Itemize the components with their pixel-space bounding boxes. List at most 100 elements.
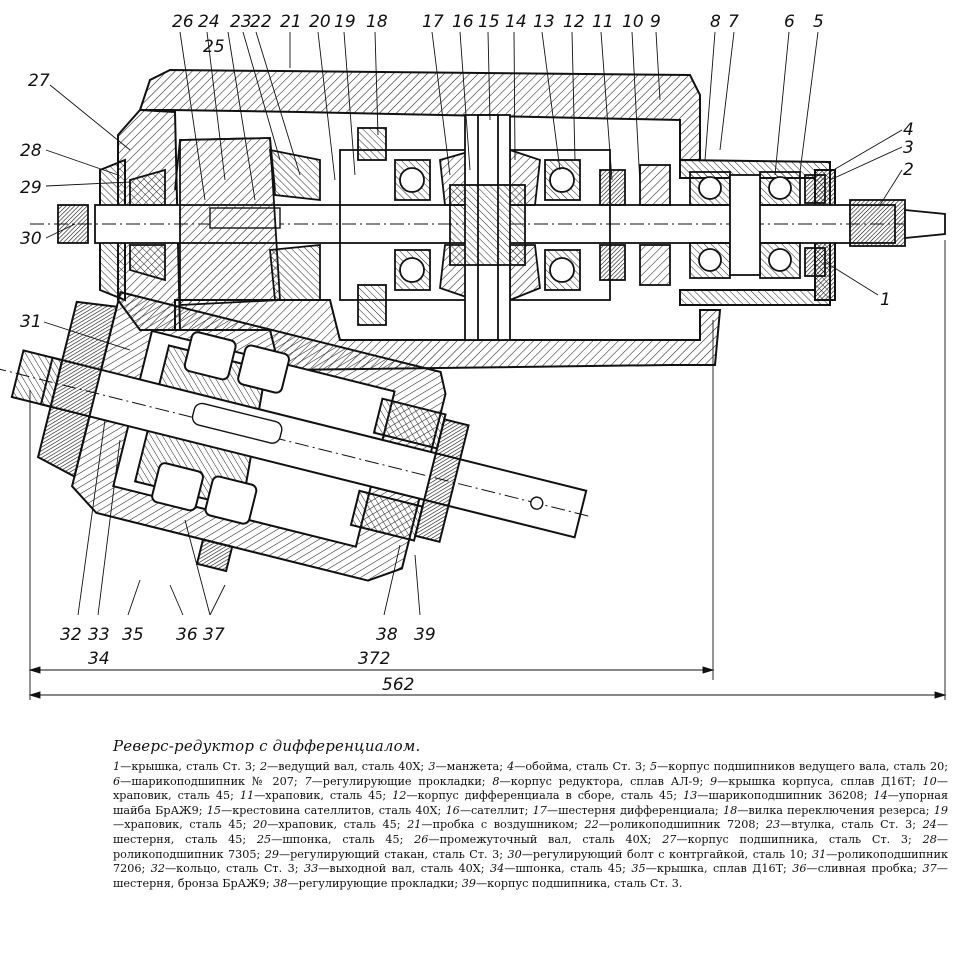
legend-item-text: сателлит; bbox=[471, 803, 529, 817]
callout-31: 31 bbox=[20, 312, 42, 332]
legend-item: 13—шарикоподшипник 36208; bbox=[683, 789, 868, 803]
legend-item-text: роликоподшипник 7305; bbox=[113, 847, 261, 861]
legend-item: 35—крышка, сплав Д16Т; bbox=[631, 862, 787, 876]
legend-item: 15—крестовина сателлитов, сталь 40Х; bbox=[206, 803, 442, 817]
legend-item: 30—регулирующий болт с контргайкой, стал… bbox=[507, 847, 808, 861]
callout-24: 24 bbox=[198, 12, 220, 32]
dimension-lines bbox=[28, 240, 947, 700]
callout-3: 3 bbox=[903, 138, 914, 158]
legend-item: 38—регулирующие прокладки; bbox=[273, 876, 459, 890]
legend-item-number: 7 bbox=[304, 774, 312, 788]
legend-item-number: 38 bbox=[273, 876, 288, 890]
legend-item-text: обойма, сталь Ст. 3; bbox=[525, 760, 646, 773]
callout-37: 37 bbox=[203, 625, 225, 645]
legend-item: 7—регулирующие прокладки; bbox=[304, 774, 486, 788]
legend-item-number: 20 bbox=[252, 818, 268, 832]
legend-item-text: корпус подшипников ведущего вала, сталь … bbox=[668, 760, 948, 773]
callout-33: 33 bbox=[88, 625, 110, 645]
legend-item-number: 30 bbox=[507, 847, 522, 861]
callout-18: 18 bbox=[366, 12, 388, 32]
legend-item: 24—шестерня, сталь 45; bbox=[113, 818, 948, 846]
legend-item-text: храповик, сталь 45; bbox=[265, 789, 387, 803]
callout-39: 39 bbox=[414, 625, 436, 645]
legend-item-number: 9 bbox=[710, 774, 718, 788]
legend-item: 23—втулка, сталь Ст. 3; bbox=[765, 818, 916, 832]
legend-item-number: 6 bbox=[113, 774, 121, 788]
legend-item: 10—храповик, сталь 45; bbox=[113, 774, 948, 803]
callout-30: 30 bbox=[20, 229, 42, 249]
legend-item: 39—корпус подшипника, сталь Ст. 3. bbox=[461, 876, 683, 890]
reverse-gearbox-drawing: 26 24 25 23 22 21 20 19 18 17 16 15 14 1… bbox=[0, 12, 947, 700]
dimension-562: 562 bbox=[382, 675, 414, 695]
legend-item-text: регулирующие прокладки; bbox=[298, 876, 459, 890]
legend-item: 22—роликоподшипник 7208; bbox=[584, 818, 760, 832]
callout-32: 32 bbox=[60, 625, 82, 645]
legend-item-text: корпус редуктора, сплав АЛ-9; bbox=[510, 774, 704, 788]
legend-item-text: шпонка, сталь 45; bbox=[515, 862, 626, 876]
legend-item-text: храповик, сталь 45; bbox=[278, 818, 401, 832]
legend-item-text: корпус подшипника, сталь Ст. 3; bbox=[687, 832, 912, 846]
legend-item-text: сливная пробка; bbox=[817, 862, 918, 876]
legend-item: 31—роликоподшипник 7206; bbox=[113, 847, 948, 876]
callout-25: 25 bbox=[203, 37, 225, 57]
legend-item-text: кольцо, сталь Ст. 3; bbox=[176, 862, 299, 876]
callout-35: 35 bbox=[122, 625, 144, 645]
callout-10: 10 bbox=[622, 12, 644, 32]
callout-7: 7 bbox=[728, 12, 739, 32]
callout-leaders bbox=[43, 31, 903, 616]
legend-item: 1—крышка, сталь Ст. 3; bbox=[113, 760, 256, 773]
callout-19: 19 bbox=[334, 12, 356, 32]
legend-item: 18—вилка переключения резерса; bbox=[722, 803, 930, 817]
callout-20: 20 bbox=[309, 12, 331, 32]
callout-5: 5 bbox=[813, 12, 824, 32]
legend-item-number: 34 bbox=[489, 862, 505, 876]
legend-item-text: шестерня, бронза БрАЖ9; bbox=[113, 876, 270, 890]
legend-item-number: 24 bbox=[922, 818, 937, 832]
legend-item-text: манжета; bbox=[446, 760, 503, 773]
legend-item-number: 13 bbox=[683, 789, 698, 803]
legend-item-text: шарикоподшипник № 207; bbox=[131, 774, 298, 788]
legend-item: 8—корпус редуктора, сплав АЛ-9; bbox=[492, 774, 704, 788]
callout-23: 23 bbox=[230, 12, 252, 32]
legend-item-text: храповик, сталь 45; bbox=[113, 789, 234, 803]
callout-13: 13 bbox=[533, 12, 555, 32]
legend-item: 16—сателлит; bbox=[445, 803, 529, 817]
legend-item-number: 26 bbox=[414, 832, 429, 846]
legend-item-number: 29 bbox=[264, 847, 279, 861]
legend-item-text: регулирующий болт с контргайкой, сталь 1… bbox=[532, 847, 808, 861]
legend-item-number: 1 bbox=[113, 760, 121, 773]
legend-item-text: крышка корпуса, сплав Д16Т; bbox=[728, 774, 916, 788]
callout-26: 26 bbox=[172, 12, 194, 32]
legend-item-text: регулирующие прокладки; bbox=[322, 774, 486, 788]
output-assembly bbox=[0, 290, 591, 582]
legend-item-text: корпус подшипника, сталь Ст. 3. bbox=[487, 876, 683, 890]
legend-item-number: 4 bbox=[507, 760, 515, 773]
legend-item-number: 36 bbox=[792, 862, 807, 876]
legend-item-number: 23 bbox=[765, 818, 781, 832]
legend-item-number: 39 bbox=[461, 876, 476, 890]
legend-item-number: 14 bbox=[873, 789, 888, 803]
legend-item-number: 22 bbox=[584, 818, 599, 832]
callout-36: 36 bbox=[176, 625, 198, 645]
legend-item-text: пробка с воздушником; bbox=[432, 818, 578, 832]
legend-item: 5—корпус подшипников ведущего вала, стал… bbox=[649, 760, 948, 773]
callout-16: 16 bbox=[452, 12, 474, 32]
callout-14: 14 bbox=[505, 12, 527, 32]
callout-34: 34 bbox=[88, 649, 110, 669]
legend-item-number: 8 bbox=[492, 774, 500, 788]
legend-item: 19—храповик, сталь 45; bbox=[113, 803, 949, 832]
legend-item: 12—корпус дифференциала в сборе, сталь 4… bbox=[392, 789, 678, 803]
legend-item-number: 5 bbox=[649, 760, 658, 773]
legend-item-number: 17 bbox=[532, 803, 547, 817]
legend-item-text: храповик, сталь 45; bbox=[124, 818, 247, 832]
callout-21: 21 bbox=[280, 12, 302, 32]
legend-item-number: 37 bbox=[922, 862, 937, 876]
legend-item: 17—шестерня дифференциала; bbox=[532, 803, 719, 817]
legend-item-number: 12 bbox=[392, 789, 407, 803]
legend-item-text: шестерня дифференциала; bbox=[558, 803, 719, 817]
legend-item: 2—ведущий вал, сталь 40Х; bbox=[259, 760, 425, 773]
legend-item: 21—пробка с воздушником; bbox=[407, 818, 578, 832]
legend-item-text: крестовина сателлитов, сталь 40Х; bbox=[232, 803, 442, 817]
legend-item-number: 18 bbox=[722, 803, 738, 817]
legend-item: 6—шарикоподшипник № 207; bbox=[113, 774, 298, 788]
